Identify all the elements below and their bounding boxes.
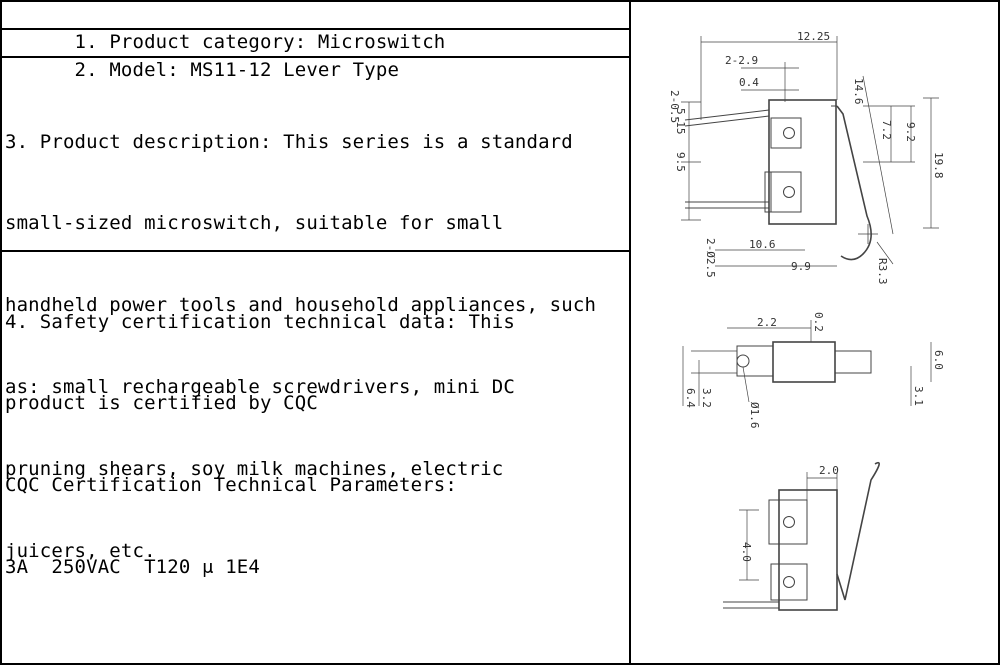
pin-lead-lower bbox=[685, 201, 769, 209]
model-row: 2. Model: MS11-12 Lever Type bbox=[2, 30, 629, 81]
technical-drawing-panel: 12.25 2-2.9 0.4 2-0.5 14.6 7.2 9.2 19.8 … bbox=[631, 2, 1000, 663]
dim-label: 9.2 bbox=[904, 122, 917, 142]
terminal-hole-side bbox=[736, 354, 750, 368]
dim-label: 3.1 bbox=[912, 386, 925, 406]
description-line: 3. Product description: This series is a… bbox=[5, 130, 573, 153]
description-line: juicers, etc. bbox=[5, 540, 156, 563]
dim-label: 19.8 bbox=[932, 152, 945, 179]
description-line: small-sized microswitch, suitable for sm… bbox=[5, 212, 504, 235]
dim-label: 7.2 bbox=[880, 120, 893, 140]
switch-body-bottom bbox=[778, 489, 838, 611]
terminal-hole-bottom-lower bbox=[783, 576, 795, 588]
top-view bbox=[681, 36, 939, 267]
lever-arm bbox=[836, 105, 872, 261]
lever-arm-bottom bbox=[836, 461, 880, 601]
switch-body-top bbox=[768, 99, 837, 225]
dim-label: 2.2 bbox=[757, 316, 777, 329]
model-text: 2. Model: MS11-12 Lever Type bbox=[74, 59, 400, 81]
dim-label: 9.9 bbox=[791, 260, 811, 273]
terminal-hole-lower bbox=[783, 186, 795, 198]
safety-line: CQC Certification Technical Parameters: bbox=[5, 474, 457, 497]
lever-side bbox=[834, 350, 872, 374]
microswitch-drawing: 12.25 2-2.9 0.4 2-0.5 14.6 7.2 9.2 19.8 … bbox=[668, 30, 945, 611]
safety-line: 4. Safety certification technical data: … bbox=[5, 310, 515, 333]
dim-label: 0.4 bbox=[739, 76, 759, 89]
dim-label: 14.6 bbox=[852, 78, 865, 105]
dim-label: 9.5 bbox=[674, 152, 687, 172]
top-view-dimensions: 12.25 2-2.9 0.4 2-0.5 14.6 7.2 9.2 19.8 … bbox=[668, 30, 945, 285]
product-category-row: 1. Product category: Microswitch bbox=[2, 2, 629, 53]
terminal-bottom-lower bbox=[770, 563, 808, 601]
terminal-lower-tab bbox=[764, 171, 772, 213]
terminal-hole-bottom-upper bbox=[783, 516, 795, 528]
description-line: as: small rechargeable screwdrivers, min… bbox=[5, 376, 515, 399]
terminal-bottom-upper bbox=[768, 499, 808, 545]
terminal-hole-upper bbox=[783, 127, 795, 139]
dim-label: 6.0 bbox=[932, 350, 945, 370]
safety-certification-row: 4. Safety certification technical data: … bbox=[2, 252, 629, 663]
dim-label: 10.6 bbox=[749, 238, 776, 251]
certification-parameters: 3A 250VAC T120 μ 1E4 bbox=[5, 556, 260, 579]
bottom-view-dimensions: 2.0 4.0 bbox=[740, 464, 839, 562]
dim-label: R3.3 bbox=[876, 258, 889, 285]
side-view-dimensions: 2.2 0.2 6.0 6.4 3.2 Ø1.6 3.1 bbox=[684, 312, 945, 429]
product-category-text: 1. Product category: Microswitch bbox=[74, 31, 446, 53]
pin-lead bbox=[684, 109, 770, 127]
description-line: handheld power tools and household appli… bbox=[5, 294, 597, 317]
terminal-side bbox=[736, 345, 774, 377]
side-view bbox=[682, 320, 932, 406]
dim-label: 2-2.9 bbox=[725, 54, 758, 67]
dim-label: 0.2 bbox=[812, 312, 825, 332]
dim-label: 2-Ø2.5 bbox=[704, 238, 717, 278]
description-line: pruning shears, soy milk machines, elect… bbox=[5, 458, 504, 481]
switch-body-side bbox=[772, 341, 836, 383]
terminal-lower bbox=[770, 171, 802, 213]
dim-label: Ø1.6 bbox=[748, 402, 761, 429]
safety-line: product is certified by CQC bbox=[5, 392, 318, 415]
dim-label: 6.4 bbox=[684, 388, 697, 408]
bottom-view bbox=[723, 461, 880, 611]
pin-lead-bottom bbox=[723, 601, 779, 609]
spec-text-column: 1. Product category: Microswitch 2. Mode… bbox=[2, 2, 631, 663]
dim-label: 4.0 bbox=[740, 542, 753, 562]
dim-label: 2-0.5 bbox=[668, 90, 681, 123]
dim-label: 2.0 bbox=[819, 464, 839, 477]
dim-label: 5.15 bbox=[674, 108, 687, 135]
dim-label: 12.25 bbox=[797, 30, 830, 43]
description-row: 3. Product description: This series is a… bbox=[2, 58, 629, 562]
terminal-upper bbox=[770, 117, 802, 149]
dim-label: 3.2 bbox=[700, 388, 713, 408]
